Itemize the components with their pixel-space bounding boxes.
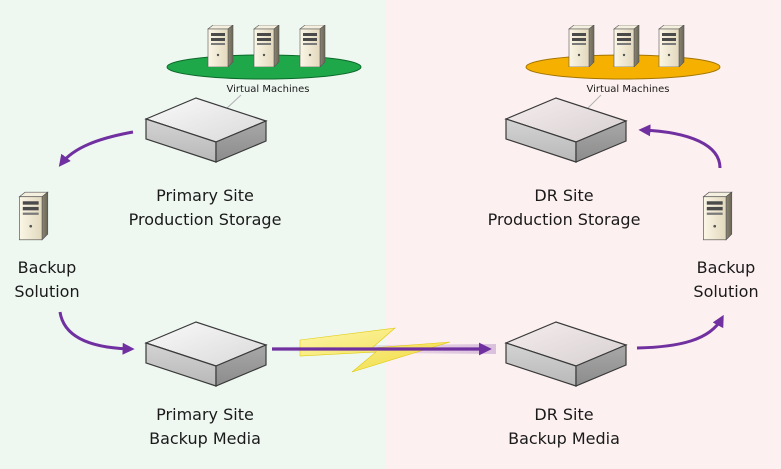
server-icon (658, 25, 685, 67)
primary-site-panel (0, 0, 386, 469)
server-icon (207, 25, 234, 67)
curved-arrow-icon (638, 124, 722, 169)
dr-media-label-line1: DR Site (534, 405, 593, 424)
dr-backup-server-icon (702, 191, 733, 241)
primary-media-label-line2: Backup Media (149, 429, 261, 448)
primary-backup-label-line2: Solution (14, 282, 79, 301)
dr-backup-label-line1: Backup (697, 258, 756, 277)
server-icon (299, 25, 326, 67)
server-icon (253, 25, 280, 67)
primary-storage-label-line2: Production Storage (129, 210, 282, 229)
curved-arrow-icon (58, 130, 134, 167)
dr-storage-label-line1: DR Site (534, 186, 593, 205)
dr-storage-label-line2: Production Storage (488, 210, 641, 229)
primary-backup-server-icon (18, 191, 49, 241)
dr-media-label-line2: Backup Media (508, 429, 620, 448)
primary-backup-label-line1: Backup (18, 258, 77, 277)
dr-vm-cluster: Virtual Machines (525, 25, 721, 95)
dr-vm-label: Virtual Machines (587, 84, 670, 95)
curved-arrow-icon (636, 314, 724, 350)
primary-media-label-line1: Primary Site (156, 405, 254, 424)
dr-backup-label-line2: Solution (693, 282, 758, 301)
primary-storage-label-line1: Primary Site (156, 186, 254, 205)
server-icon (568, 25, 595, 67)
primary-vm-label: Virtual Machines (227, 84, 310, 95)
primary-vm-cluster: Virtual Machines (166, 25, 362, 95)
curved-arrow-icon (58, 311, 135, 355)
server-icon (613, 25, 640, 67)
